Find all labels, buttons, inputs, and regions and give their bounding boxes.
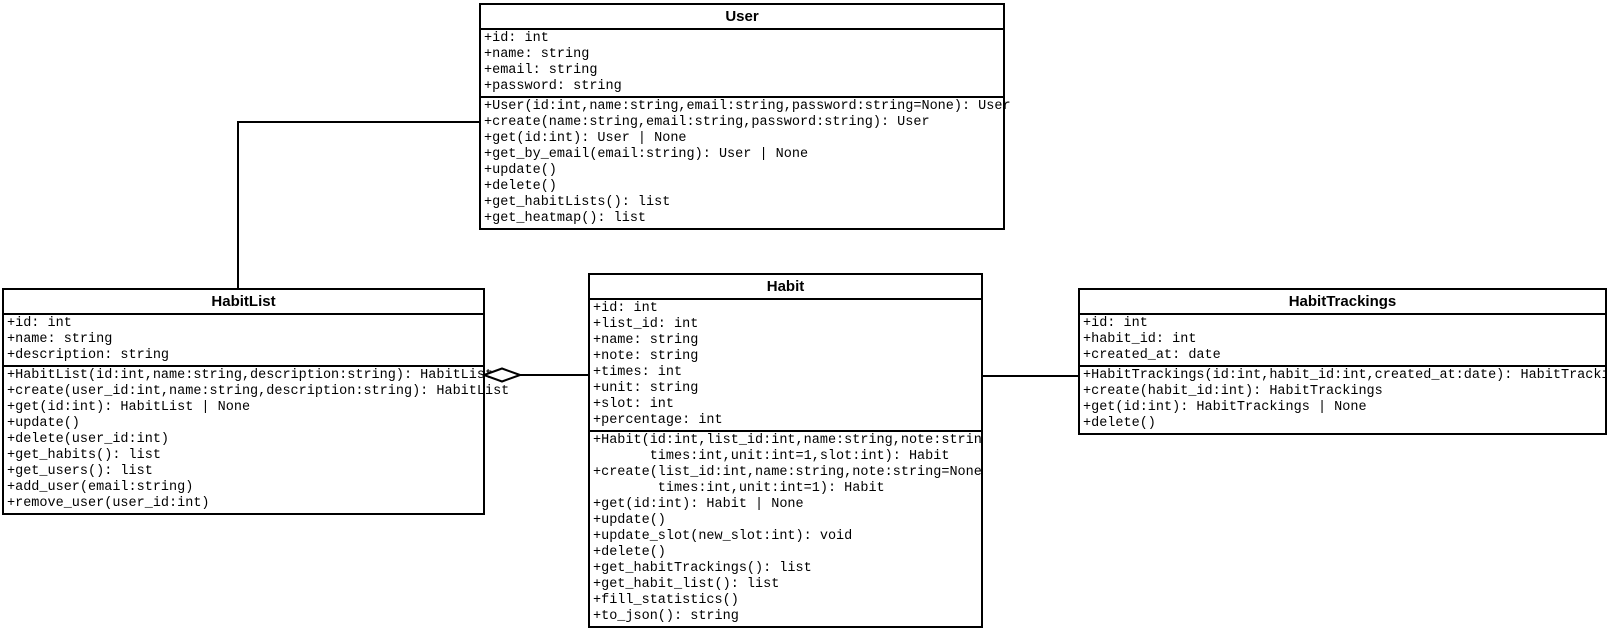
method-row: +update() (593, 513, 666, 528)
method-row: +HabitTrackings(id:int,habit_id:int,crea… (1083, 368, 1605, 383)
method-row: +create(name:string,email:string,passwor… (484, 115, 930, 130)
method-row: times:int,unit:int=1,slot:int): Habit (593, 449, 950, 464)
method-row: +update() (484, 163, 557, 178)
method-row: +create(habit_id:int): HabitTrackings (1083, 384, 1383, 399)
method-row: +fill_statistics() (593, 593, 739, 608)
attribute-row: +name: string (484, 47, 590, 62)
method-row: +create(list_id:int,name:string,note:str… (593, 465, 981, 480)
class-habitlist-attributes: +id: int +name: string +description: str… (4, 315, 483, 367)
attribute-row: +created_at: date (1083, 348, 1221, 363)
method-row: +delete() (484, 179, 557, 194)
attribute-row: +habit_id: int (1083, 332, 1197, 347)
attribute-row: +id: int (593, 301, 658, 316)
method-row: +get_users(): list (7, 464, 153, 479)
method-row: +delete() (1083, 416, 1156, 431)
class-box-user: User +id: int +name: string +email: stri… (479, 3, 1011, 230)
method-row: +update_slot(new_slot:int): void (593, 529, 853, 544)
attribute-row: +email: string (484, 63, 598, 78)
attribute-row: +id: int (7, 316, 72, 331)
method-row: +create(user_id:int,name:string,descript… (7, 384, 510, 399)
user-habitlist-connector-vertical (237, 121, 239, 289)
class-habitlist-methods: +HabitList(id:int,name:string,descriptio… (4, 367, 510, 513)
method-row: times:int,unit:int=1): Habit (593, 481, 885, 496)
attribute-row: +description: string (7, 348, 170, 363)
attribute-row: +name: string (593, 333, 699, 348)
class-title-user: User (481, 5, 1003, 30)
method-row: +get_habitLists(): list (484, 195, 671, 210)
class-habittrackings-attributes: +id: int +habit_id: int +created_at: dat… (1080, 315, 1605, 367)
class-user-attributes: +id: int +name: string +email: string +p… (481, 30, 1003, 98)
user-habitlist-connector-horizontal (237, 121, 481, 123)
attribute-row: +password: string (484, 79, 622, 94)
class-box-habittrackings: HabitTrackings +id: int +habit_id: int +… (1078, 288, 1607, 435)
attribute-row: +id: int (484, 31, 549, 46)
class-title-habittrackings: HabitTrackings (1080, 290, 1605, 315)
method-row: +User(id:int,name:string,email:string,pa… (484, 99, 1011, 114)
attribute-row: +list_id: int (593, 317, 699, 332)
method-row: +get_habits(): list (7, 448, 161, 463)
method-row: +get(id:int): HabitList | None (7, 400, 251, 415)
method-row: +get(id:int): User | None (484, 131, 687, 146)
method-row: +get_heatmap(): list (484, 211, 647, 226)
attribute-row: +name: string (7, 332, 113, 347)
class-user-methods: +User(id:int,name:string,email:string,pa… (481, 98, 1011, 228)
method-row: +update() (7, 416, 80, 431)
class-habit-methods: +Habit(id:int,list_id:int,name:string,no… (590, 432, 981, 626)
class-box-habit: Habit +id: int +list_id: int +name: stri… (588, 273, 983, 628)
class-habit-attributes: +id: int +list_id: int +name: string +no… (590, 300, 981, 432)
method-row: +get(id:int): Habit | None (593, 497, 804, 512)
habitlist-habit-connector (519, 374, 589, 376)
method-row: +HabitList(id:int,name:string,descriptio… (7, 368, 494, 383)
method-row: +get_by_email(email:string): User | None (484, 147, 809, 162)
attribute-row: +unit: string (593, 381, 699, 396)
class-habittrackings-methods: +HabitTrackings(id:int,habit_id:int,crea… (1080, 367, 1605, 433)
class-title-habit: Habit (590, 275, 981, 300)
method-row: +add_user(email:string) (7, 480, 194, 495)
aggregation-diamond-icon (483, 367, 521, 383)
habit-habittrackings-connector (983, 375, 1079, 377)
attribute-row: +note: string (593, 349, 699, 364)
method-row: +delete(user_id:int) (7, 432, 170, 447)
attribute-row: +id: int (1083, 316, 1148, 331)
method-row: +Habit(id:int,list_id:int,name:string,no… (593, 433, 981, 448)
method-row: +get(id:int): HabitTrackings | None (1083, 400, 1367, 415)
method-row: +delete() (593, 545, 666, 560)
attribute-row: +percentage: int (593, 413, 723, 428)
class-title-habitlist: HabitList (4, 290, 483, 315)
attribute-row: +slot: int (593, 397, 675, 412)
attribute-row: +times: int (593, 365, 683, 380)
class-box-habitlist: HabitList +id: int +name: string +descri… (2, 288, 510, 515)
method-row: +get_habitTrackings(): list (593, 561, 812, 576)
method-row: +remove_user(user_id:int) (7, 496, 210, 511)
method-row: +to_json(): string (593, 609, 739, 624)
method-row: +get_habit_list(): list (593, 577, 780, 592)
